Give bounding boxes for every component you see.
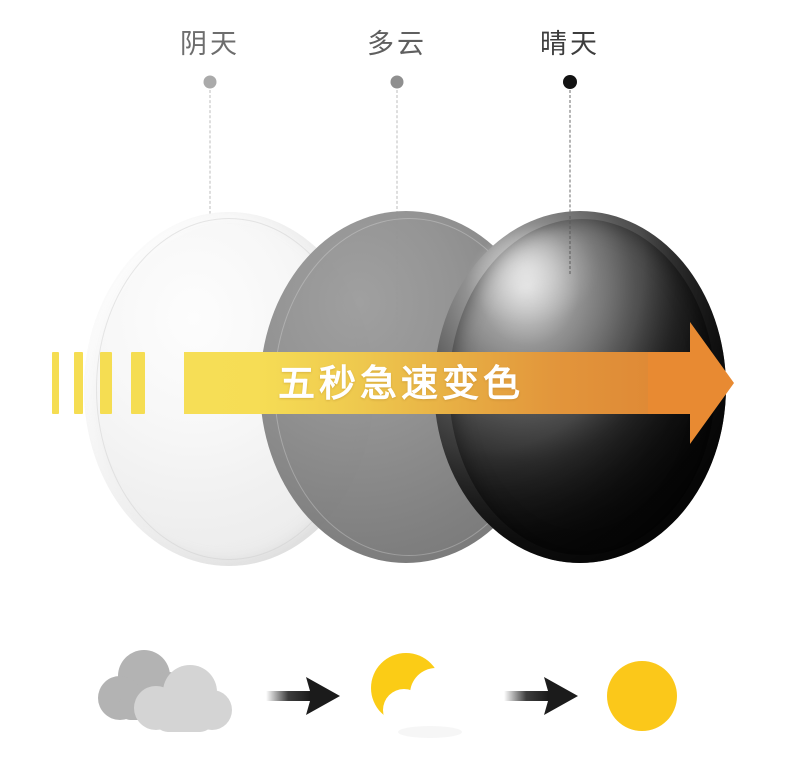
arrow-shaft — [184, 352, 650, 414]
arrow-head-icon — [648, 322, 734, 444]
sunny-icon — [607, 661, 677, 731]
arrow-right-icon-2 — [504, 677, 578, 715]
lens-dark-highlight — [470, 228, 620, 348]
partly-cloudy-icon — [371, 653, 477, 738]
stage-line-sunny — [569, 90, 571, 272]
weather-icon-row — [0, 636, 790, 756]
cloudy-icon — [98, 650, 232, 732]
motion-tick-4 — [131, 352, 145, 414]
stage-label-partly-cloudy: 多云 — [367, 29, 427, 59]
arrow-right-icon-1 — [266, 677, 340, 715]
motion-tick-3 — [100, 352, 112, 414]
stage-label-overcast: 阴天 — [180, 29, 240, 59]
stage-dot-sunny — [563, 75, 577, 89]
stage-line-sunny-overlay — [569, 216, 571, 274]
motion-tick-2 — [74, 352, 83, 414]
stage-dot-overcast — [203, 75, 217, 89]
motion-tick-1 — [52, 352, 59, 414]
speed-arrow-banner — [0, 300, 790, 460]
stage-label-sunny: 晴天 — [540, 29, 600, 59]
stage-dot-partly-cloudy — [390, 75, 404, 89]
